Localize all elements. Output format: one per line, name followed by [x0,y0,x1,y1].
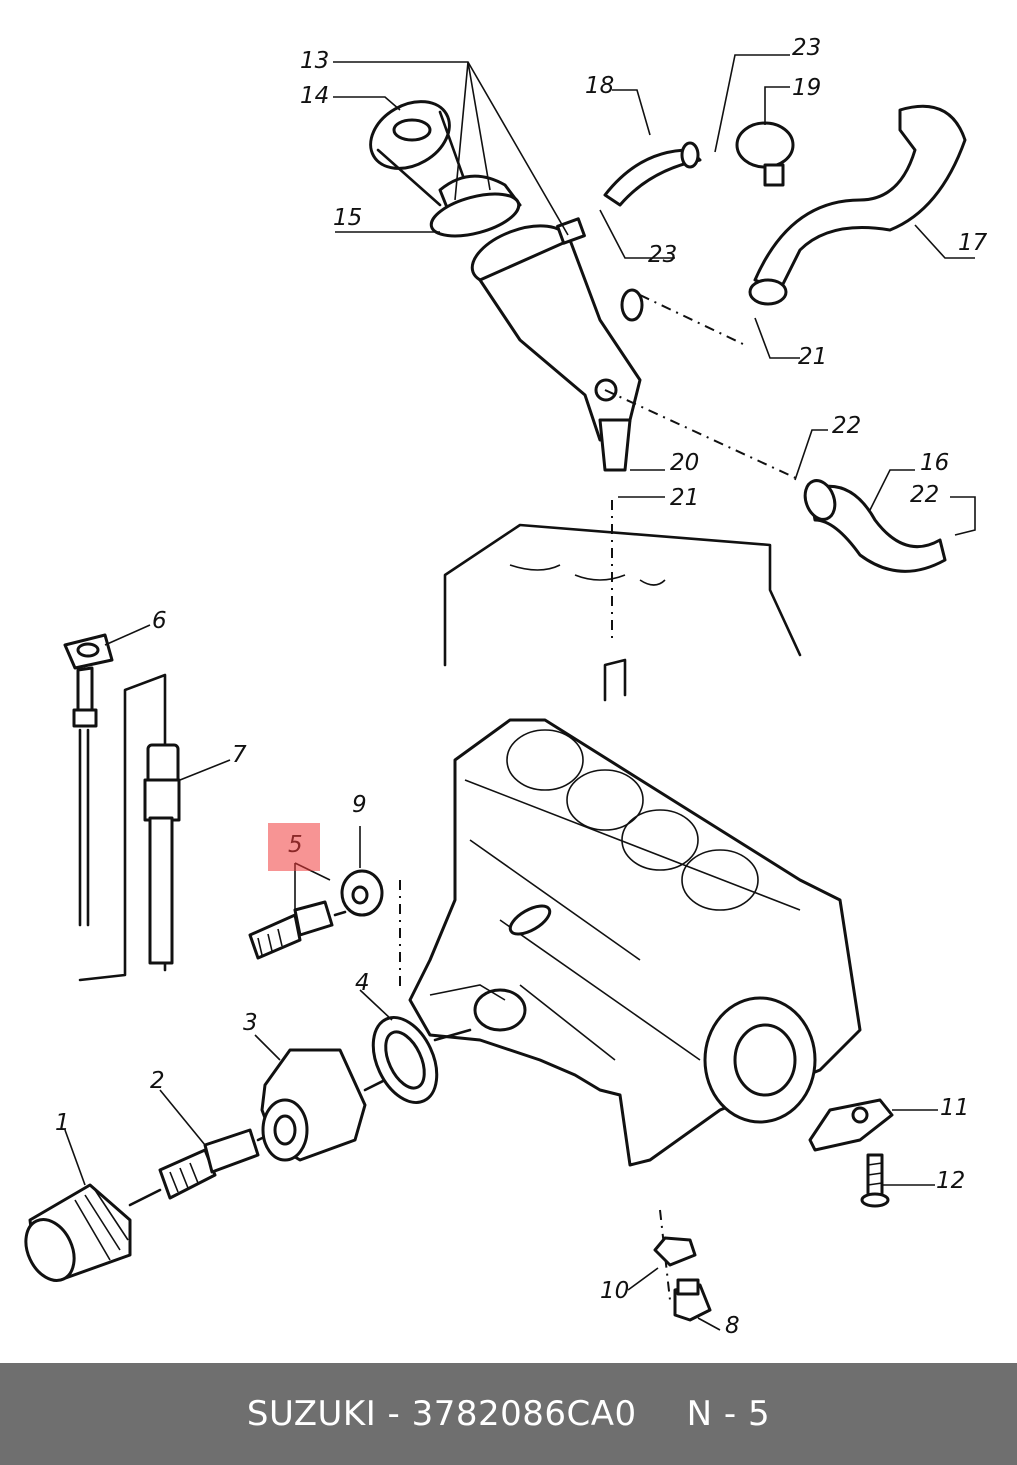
brand-part-number: SUZUKI - 3782086CA0 [246,1394,637,1434]
callout-4: 4 [355,970,370,996]
callout-22-top: 23 [792,35,821,61]
callout-23-upper: 22 [832,413,861,439]
callout-17: 17 [958,230,988,256]
callout-12: 12 [936,1168,965,1194]
callout-10: 10 [600,1278,629,1304]
callout-labels: 13 14 15 18 23 19 23 17 21 22 16 20 22 2… [55,35,988,1339]
cylinder-head-outline [443,523,802,702]
callout-22-mid: 23 [648,242,677,268]
highlighted-part-marker [268,823,320,871]
callout-2: 2 [150,1068,165,1094]
small-fasteners [653,1098,894,1322]
oil-filter-assembly [24,869,472,1282]
leader-lines [64,54,976,1331]
engine-block [408,718,862,1167]
callout-20: 20 [670,450,699,476]
caption-bar: SUZUKI - 3782086CA0 N - 5 [0,1363,1017,1465]
callout-7: 7 [232,742,247,768]
callout-8: 8 [725,1313,740,1339]
exploded-parts-diagram: 13 14 15 18 23 19 23 17 21 22 16 20 22 2… [24,35,988,1339]
callout-15: 15 [333,205,362,231]
dipstick-assembly [63,633,181,982]
callout-14: 14 [300,83,329,109]
callout-3: 3 [243,1010,258,1036]
page-reference: N - 5 [686,1394,771,1434]
callout-21-lower: 21 [670,485,699,511]
callout-18: 18 [585,73,614,99]
center-lines [399,294,801,1301]
callout-9: 9 [352,792,367,818]
callout-11: 11 [940,1095,969,1121]
callout-21-upper: 21 [798,344,827,370]
callout-13: 13 [300,48,329,74]
hose-assemblies [603,104,967,573]
filler-neck-assembly [369,100,644,472]
callout-16: 16 [920,450,949,476]
callout-23-lower: 22 [910,482,939,508]
callout-1: 1 [55,1110,70,1136]
callout-6: 6 [152,608,167,634]
callout-19: 19 [792,75,821,101]
